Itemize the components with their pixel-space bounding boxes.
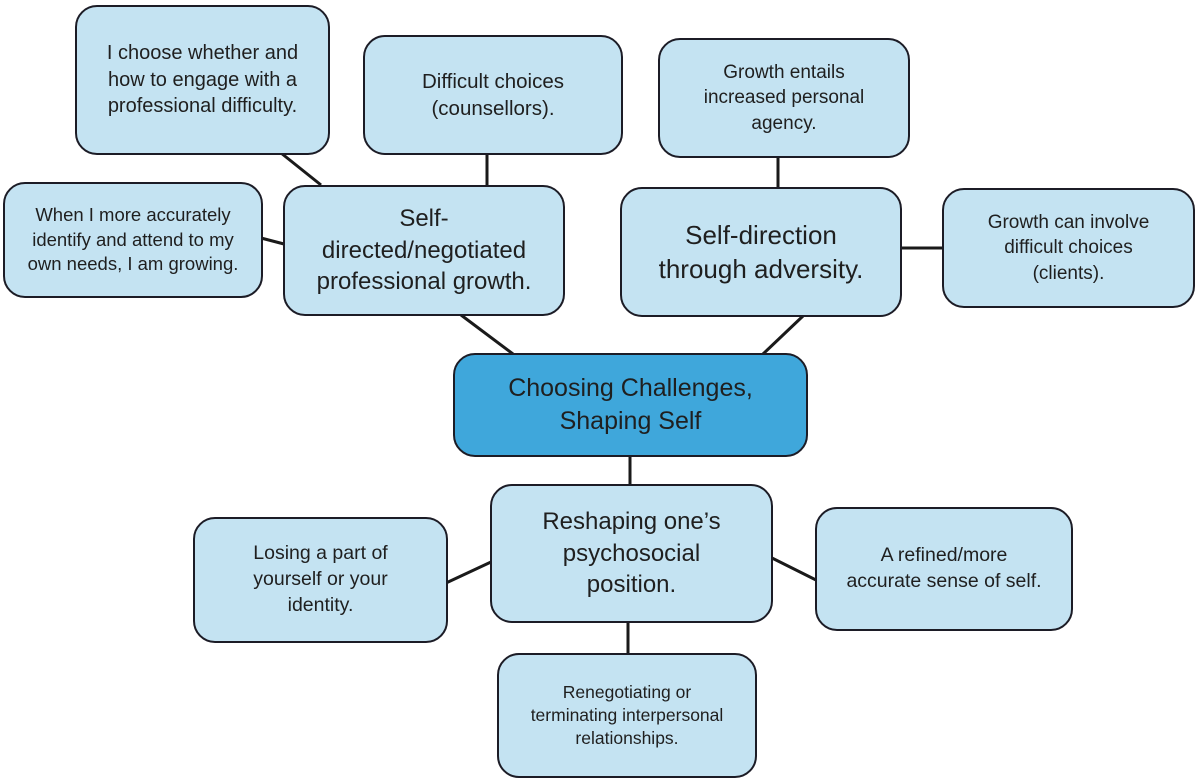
edge-adversity-center: [761, 314, 805, 356]
node-identify-own-needs-label: When I more accurately identify and atte…: [27, 204, 239, 275]
node-difficult-choices-clients: Growth can involve difficult choices (cl…: [942, 188, 1195, 308]
node-losing-part-of-identity: Losing a part of yourself or your identi…: [193, 517, 448, 643]
node-refined-sense-of-self-label: A refined/more accurate sense of self.: [846, 544, 1042, 592]
node-difficult-choices-counsellors: Difficult choices (counsellors).: [363, 35, 623, 155]
node-identify-own-needs: When I more accurately identify and atte…: [3, 182, 263, 298]
node-losing-part-of-identity-label: Losing a part of yourself or your identi…: [253, 542, 388, 616]
node-central-theme-label: Choosing Challenges, Shaping Self: [508, 374, 753, 435]
node-choose-engage-label: I choose whether and how to engage with …: [106, 42, 299, 118]
edge-needs-selfdirected: [260, 236, 285, 246]
node-growth-personal-agency: Growth entails increased personal agency…: [658, 38, 910, 158]
edge-choose-selfdirected: [280, 151, 322, 187]
node-choose-engage: I choose whether and how to engage with …: [75, 5, 330, 155]
node-central-theme: Choosing Challenges, Shaping Self: [453, 353, 808, 457]
node-growth-personal-agency-label: Growth entails increased personal agency…: [703, 62, 865, 134]
node-reshaping-psychosocial-position: Reshaping one’s psychosocial position.: [490, 484, 773, 623]
node-self-directed-professional-growth: Self- directed/negotiated professional g…: [283, 185, 565, 316]
node-self-directed-professional-growth-label: Self- directed/negotiated professional g…: [316, 204, 532, 296]
edge-reshaping-refined: [771, 556, 817, 582]
node-renegotiating-relationships-label: Renegotiating or terminating interperson…: [530, 681, 724, 749]
node-difficult-choices-clients-label: Growth can involve difficult choices (cl…: [987, 212, 1150, 284]
node-refined-sense-of-self: A refined/more accurate sense of self.: [815, 507, 1073, 631]
node-self-direction-through-adversity-label: Self-direction through adversity.: [658, 219, 864, 284]
node-renegotiating-relationships: Renegotiating or terminating interperson…: [497, 653, 757, 778]
node-reshaping-psychosocial-position-label: Reshaping one’s psychosocial position.: [542, 507, 721, 599]
edge-selfdirected-center: [460, 313, 514, 356]
node-self-direction-through-adversity: Self-direction through adversity.: [620, 187, 902, 317]
edge-losing-reshaping: [445, 560, 492, 585]
node-difficult-choices-counsellors-label: Difficult choices (counsellors).: [421, 69, 565, 120]
